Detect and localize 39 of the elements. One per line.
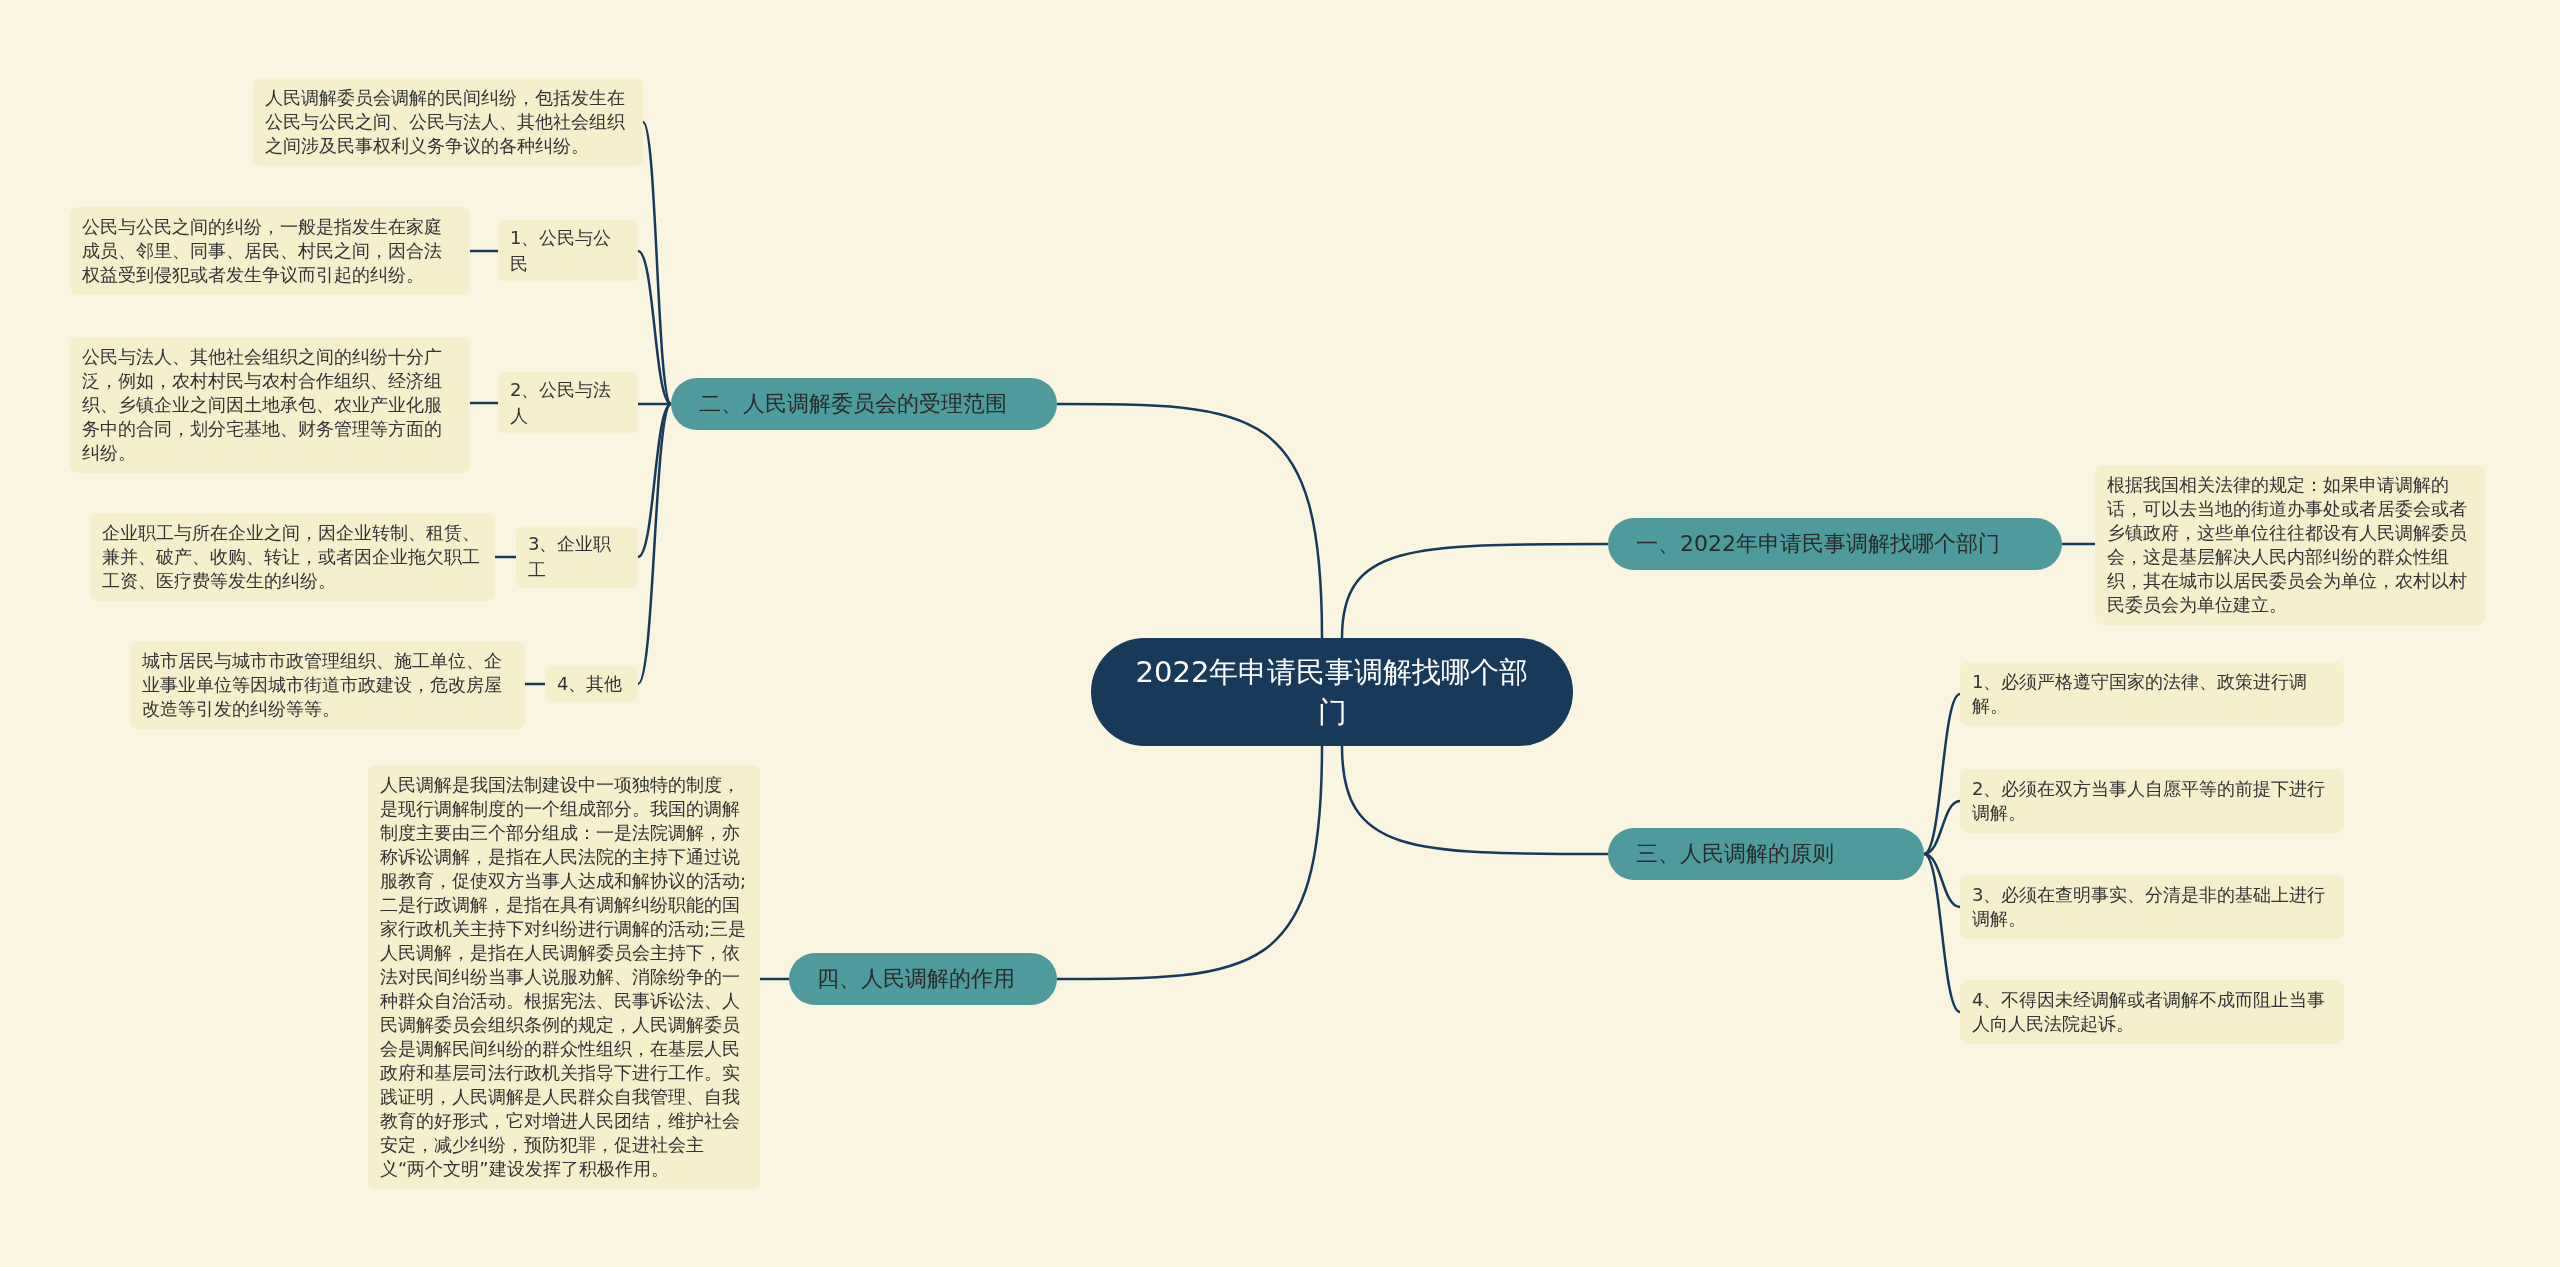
connector-line [1057,402,1324,639]
note-card: 2、必须在双方当事人自愿平等的前提下进行调解。 [1960,769,2344,833]
central-topic: 2022年申请民事调解找哪个部门 [1091,638,1573,746]
note-card: 城市居民与城市市政管理组织、施工单位、企业事业单位等因城市街道市政建设，危改房屋改造等引发的纠纷等等。 [130,641,525,729]
connector-line [1923,853,1961,1013]
connector-line [637,250,672,405]
connector-line [1057,745,1324,981]
topic-pill: 三、人民调解的原则 [1608,828,1924,880]
note-card: 4、不得因未经调解或者调解不成而阻止当事人向人民法院起诉。 [1960,980,2344,1044]
subtopic-label: 4、其他 [545,666,638,702]
connector-line [525,682,545,686]
connector-line [641,121,673,405]
note-card: 公民与公民之间的纠纷，一般是指发生在家庭成员、邻里、同事、居民、村民之间，因合法权益受到侵犯或者发生争议而引起的纠纷。 [70,207,470,295]
note-card: 3、必须在查明事实、分清是非的基础上进行调解。 [1960,875,2344,939]
subtopic-label: 1、公民与公民 [498,220,638,282]
connector-line [1923,693,1961,855]
connector-line [470,401,498,405]
note-card: 公民与法人、其他社会组织之间的纠纷十分广泛，例如，农村村民与农村合作组织、经济组织、乡镇企业之间因土地承包、农业产业化服务中的合同，划分宅基地、财务管理等方面的纠纷。 [70,337,470,473]
subtopic-label: 2、公民与法人 [498,372,638,434]
connector-line [470,249,498,253]
connector-line [1923,799,1961,856]
connector-line [495,555,516,559]
connector-line [1923,852,1961,909]
topic-pill: 四、人民调解的作用 [789,953,1057,1005]
connector-line [1340,745,1608,856]
note-card: 1、必须严格遵守国家的法律、政策进行调解。 [1960,662,2344,726]
connector-line [636,403,673,685]
connector-line [637,403,672,558]
connector-line [1340,542,1608,639]
note-card: 根据我国相关法律的规定：如果申请调解的话，可以去当地的街道办事处或者居委会或者乡镇政府，这些单位往往都设有人民调解委员会，这是基层解决人民内部纠纷的群众性组织，其在城市以居民委员会为单位，农村以村民委员会为单位建立。 [2095,465,2485,625]
topic-pill: 二、人民调解委员会的受理范围 [671,378,1057,430]
note-card: 企业职工与所在企业之间，因企业转制、租赁、兼并、破产、收购、转让，或者因企业拖欠职工工资、医疗费等发生的纠纷。 [90,513,495,601]
connector-line [638,402,671,406]
note-card: 人民调解是我国法制建设中一项独特的制度，是现行调解制度的一个组成部分。我国的调解制度主要由三个部分组成：一是法院调解，亦称诉讼调解，是指在人民法院的主持下通过说服教育，促使双方当事人达成和解协议的活动;二是行政调解，是指在具有调解纠纷职能的国家行政机关主持下对纠纷进行调解的活动;三是人民调解，是指在人民调解委员会主持下，依法对民间纠纷当事人说服劝解、消除纷争的一种群众自治活动。根据宪法、民事诉讼法、人民调解委员会组织条例的规定，人民调解委员会是调解民间纠纷的群众性组织，在基层人民政府和基层司法行政机关指导下进行工作。实践证明，人民调解是人民群众自我管理、自我教育的好形式，它对增进人民团结，维护社会安定，减少纠纷，预防犯罪，促进社会主义“两个文明”建设发挥了积极作用。 [368,765,760,1189]
connector-line [760,977,789,981]
topic-pill: 一、2022年申请民事调解找哪个部门 [1608,518,2062,570]
note-card: 人民调解委员会调解的民间纠纷，包括发生在公民与公民之间、公民与法人、其他社会组织之间涉及民事权利义务争议的各种纠纷。 [253,78,643,166]
subtopic-label: 3、企业职工 [516,526,638,588]
connector-line [2062,542,2095,546]
